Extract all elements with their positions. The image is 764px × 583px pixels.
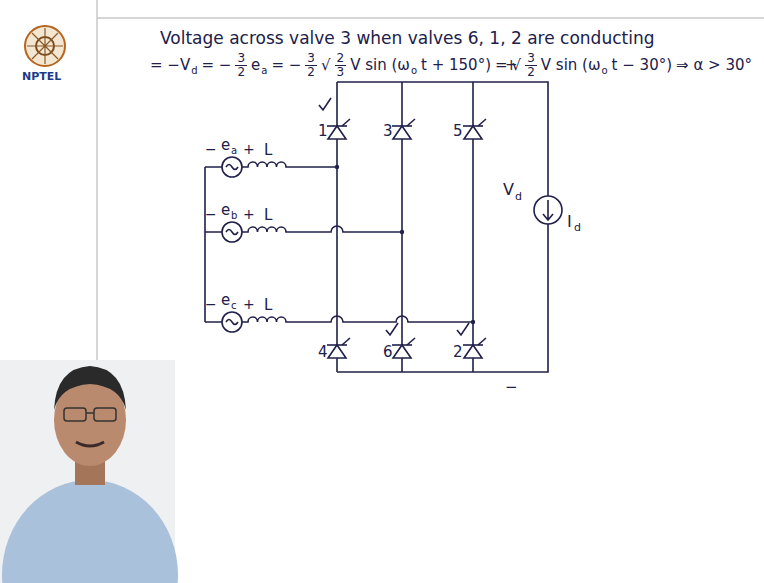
- polarity-sign: −: [205, 296, 217, 313]
- source-name: e: [221, 291, 230, 309]
- polarity-sign: +: [243, 141, 255, 158]
- polarity-sign: +: [505, 56, 518, 74]
- fraction-denominator: 2: [307, 66, 315, 79]
- wires: [205, 82, 562, 372]
- slide-margin: [96, 0, 98, 365]
- phase-b-wire: [242, 226, 402, 232]
- subscript: d: [515, 190, 522, 203]
- equation-term: = −V: [150, 56, 190, 74]
- source-name: e: [221, 201, 230, 219]
- phase-a-wire: [242, 162, 337, 167]
- fraction-denominator: 2: [237, 66, 245, 79]
- equation-term: ⇒ α > 30°: [676, 56, 752, 74]
- thyristor-symbol: [327, 119, 486, 358]
- inductor-label: L: [264, 206, 272, 224]
- fraction: 32: [235, 52, 247, 78]
- equation-line: = −Vd= −32ea= −32√23V sin (ωot + 150°)=√…: [150, 52, 756, 78]
- polarity-sign: +: [243, 206, 255, 223]
- dc-current-label: I: [567, 212, 572, 231]
- equation-term: e: [251, 56, 260, 74]
- valve-number: 5: [453, 122, 463, 140]
- equation-term: = −: [202, 56, 232, 74]
- equation-term: t − 30°): [612, 56, 672, 74]
- conducting-tick: [319, 98, 469, 335]
- valve-number: 6: [383, 343, 393, 361]
- equation-term: t + 150°): [421, 56, 491, 74]
- subscript: a: [261, 65, 267, 77]
- subscript: c: [231, 300, 237, 312]
- lecturer-photo: [0, 360, 178, 583]
- valve-number: 4: [318, 343, 328, 361]
- subscript: a: [231, 145, 237, 157]
- fraction: 23: [335, 52, 347, 78]
- slide-margin: [97, 17, 764, 19]
- equation-term: V sin (ω: [541, 56, 601, 74]
- valve-number: 2: [453, 343, 463, 361]
- current-arrow: [543, 200, 553, 220]
- logo-text: NPTEL: [22, 70, 61, 83]
- dc-voltage-label: V: [503, 180, 514, 199]
- subscript: o: [411, 65, 417, 77]
- valve-number: 3: [383, 122, 393, 140]
- equation-term: V sin (ω: [350, 56, 410, 74]
- neutral-wire: [205, 167, 222, 322]
- junction-dot: [335, 165, 475, 324]
- phase-c-wire: [242, 316, 473, 322]
- current-source: [534, 196, 562, 224]
- fraction-denominator: 3: [337, 66, 345, 79]
- slide-heading: Voltage across valve 3 when valves 6, 1,…: [160, 28, 654, 48]
- fraction-numerator: 3: [305, 52, 317, 66]
- inductor-label: L: [264, 296, 272, 314]
- subscript: d: [191, 65, 197, 77]
- fraction-numerator: 2: [335, 52, 347, 66]
- fraction-numerator: 3: [235, 52, 247, 66]
- polarity-sign: −: [205, 206, 217, 223]
- dc-rail: [337, 82, 548, 372]
- fraction: 32: [525, 52, 537, 78]
- nptel-logo: [25, 26, 65, 66]
- polarity-sign: −: [505, 378, 518, 396]
- equation-term: √: [321, 56, 331, 74]
- inductor-label: L: [264, 141, 272, 159]
- polarity-sign: +: [243, 296, 255, 313]
- fraction: 32: [305, 52, 317, 78]
- fraction-numerator: 3: [525, 52, 537, 66]
- fraction-denominator: 2: [527, 66, 535, 79]
- source-name: e: [221, 136, 230, 154]
- subscript: d: [574, 221, 581, 234]
- subscript: b: [231, 210, 237, 222]
- subscript: o: [601, 65, 607, 77]
- equation-term: = −: [271, 56, 301, 74]
- valve-number: 1: [318, 122, 328, 140]
- polarity-sign: −: [205, 141, 217, 158]
